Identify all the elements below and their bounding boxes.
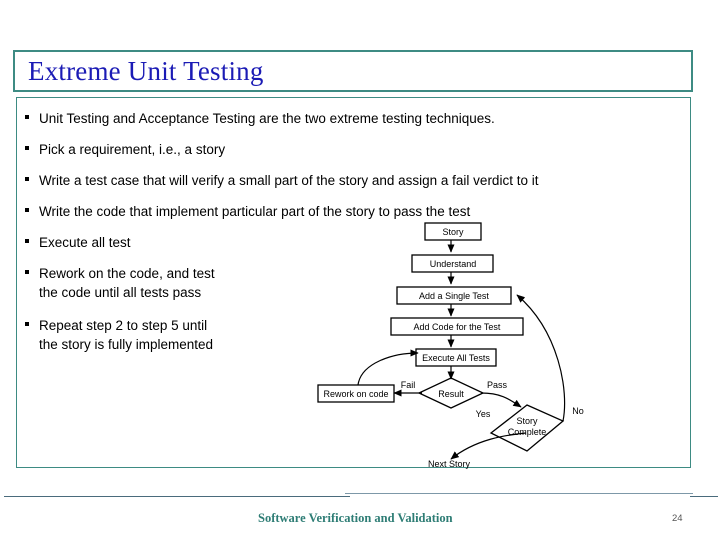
flow-label-rework-on-code: Rework on code (323, 389, 388, 399)
flow-label-understand: Understand (430, 259, 477, 269)
list-item-label: Repeat step 2 to step 5 until the story … (39, 318, 214, 352)
flow-edge-label-no: No (572, 406, 584, 416)
flow-node-story (424, 222, 482, 241)
page-title: Extreme Unit Testing (28, 56, 264, 86)
flow-node-story-complete-diamond (489, 404, 565, 452)
footer-divider-left (4, 496, 350, 497)
flow-node-add-code (390, 317, 524, 336)
bullet-square-icon (25, 233, 39, 251)
footer-title: Software Verification and Validation (258, 511, 453, 525)
flow-node-rework-on-code (317, 384, 395, 403)
flow-node-execute-all-tests (415, 348, 497, 367)
bullet-square-icon (25, 316, 39, 334)
flow-label-story-complete-2: Complete (508, 427, 547, 437)
list-item: Unit Testing and Acceptance Testing are … (25, 109, 495, 128)
flow-label-story: Story (442, 227, 464, 237)
bullet-square-icon (25, 171, 39, 189)
flow-node-add-single-test (396, 286, 512, 305)
flow-edge-label-yes: Yes (476, 409, 491, 419)
bullet-square-icon (25, 202, 39, 220)
slide-content-box: Unit Testing and Acceptance Testing are … (16, 97, 691, 469)
slide-title-box: Extreme Unit Testing (13, 50, 693, 92)
flow-edge-label-fail: Fail (401, 380, 416, 390)
flow-label-execute-all-tests: Execute All Tests (422, 353, 490, 363)
list-item-label: Unit Testing and Acceptance Testing are … (39, 111, 495, 126)
flow-edge-label-pass: Pass (487, 380, 508, 390)
list-item-label: Rework on the code, and test the code un… (39, 266, 215, 300)
flow-label-next-story: Next Story (428, 459, 471, 469)
list-item-label: Write the code that implement particular… (39, 204, 471, 219)
page-number: 24 (672, 513, 683, 524)
list-item: Repeat step 2 to step 5 until the story … (25, 316, 213, 354)
list-item: Pick a requirement, i.e., a story (25, 140, 225, 159)
list-item: Write a test case that will verify a sma… (25, 171, 538, 190)
flow-label-add-single-test: Add a Single Test (419, 291, 489, 301)
flow-node-understand (411, 254, 494, 273)
footer-divider-edge (690, 496, 718, 497)
list-item: Rework on the code, and test the code un… (25, 264, 215, 302)
list-item: Execute all test (25, 233, 131, 252)
list-item-label: Execute all test (39, 235, 131, 250)
flow-label-story-complete-1: Story (516, 416, 538, 426)
list-item-label: Pick a requirement, i.e., a story (39, 142, 226, 157)
bullet-square-icon (25, 140, 39, 158)
flow-node-result-diamond (417, 377, 485, 409)
flow-label-result: Result (438, 389, 464, 399)
bullet-square-icon (25, 264, 39, 282)
list-item: Write the code that implement particular… (25, 202, 470, 221)
bullet-square-icon (25, 109, 39, 127)
list-item-label: Write a test case that will verify a sma… (39, 173, 539, 188)
flow-label-add-code: Add Code for the Test (414, 322, 501, 332)
xp-unit-testing-flowchart: Story Understand Add a Single Test Add C… (301, 211, 611, 473)
footer-divider-right (345, 493, 693, 494)
